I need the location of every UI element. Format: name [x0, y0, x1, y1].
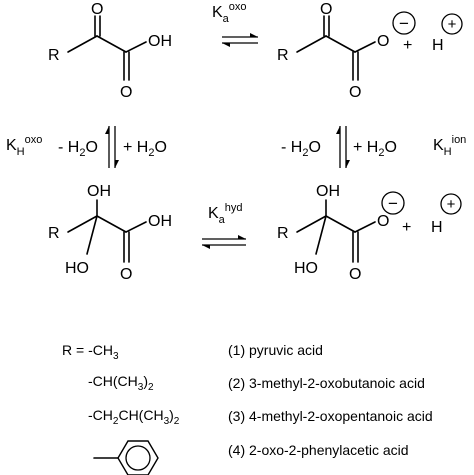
hydrate-acid-bottom-ho: HO — [65, 260, 89, 277]
hydrate-acid-hydroxyl: OH — [148, 213, 172, 230]
acid-4-label: (4) 2-oxo-2-phenylacetic acid — [228, 442, 409, 458]
oxo-anion-keto-o: O — [320, 1, 332, 18]
hydrate-anion-bottom-ho: HO — [294, 260, 318, 277]
hydrate-anion-structure: R OH HO O O — [277, 183, 389, 283]
top-proton-charge: + — [441, 13, 463, 35]
ka-oxo-constant: Kaoxo — [212, 1, 247, 25]
oxo-anion-structure: R O O O — [277, 1, 389, 101]
oxo-acid-hydroxyl: OH — [148, 33, 172, 50]
svg-text:−: − — [399, 14, 409, 33]
ka-hyd-constant: Kahyd — [208, 202, 243, 226]
hydrate-acid-r: R — [48, 225, 60, 242]
right-equilibrium-arrows — [336, 126, 350, 168]
acid-3-label: (3) 4-methyl-2-oxopentanoic acid — [228, 408, 433, 424]
legend-r-phenyl — [93, 440, 159, 475]
hydrate-anion-top-oh: OH — [316, 183, 340, 200]
left-equilibrium-arrows — [105, 126, 119, 168]
acid-1-label: (1) pyruvic acid — [228, 342, 323, 358]
svg-text:+: + — [448, 16, 457, 33]
oxo-acid-structure: R OH O O — [48, 1, 172, 101]
hydrate-acid-carbonyl-o: O — [120, 266, 132, 283]
oxo-acid-r: R — [48, 47, 60, 64]
hydrate-anion-negative-charge: − — [381, 191, 405, 215]
oxo-acid-carbonyl-o: O — [120, 84, 132, 101]
oxo-anion-carbonyl-o: O — [349, 84, 361, 101]
oxo-acid-keto-o: O — [91, 1, 103, 18]
hydrate-anion-carbonyl-o: O — [349, 266, 361, 283]
svg-text:+: + — [447, 196, 456, 213]
oxo-anion-r: R — [277, 47, 289, 64]
hydrate-anion-o-minus: O — [377, 213, 389, 230]
kh-oxo-constant: KHoxo — [6, 134, 42, 158]
hydrate-anion-r: R — [277, 225, 289, 242]
top-equilibrium-arrows — [222, 33, 258, 47]
kh-ion-constant: KHion — [433, 134, 466, 158]
acid-2-label: (2) 3-methyl-2-oxobutanoic acid — [228, 375, 425, 391]
bottom-plus-sign: + — [402, 219, 411, 236]
left-minus-water: - H2O — [58, 139, 98, 159]
bottom-proton: H — [431, 219, 443, 236]
left-plus-water: + H2O — [123, 139, 167, 159]
legend-r-isobutyl: -CH2CH(CH3)2 — [88, 407, 180, 427]
legend-r-methyl: R = -CH3 — [62, 342, 119, 362]
right-minus-water: - H2O — [281, 139, 321, 159]
bottom-equilibrium-arrows — [202, 235, 246, 249]
legend-r-isopropyl: -CH(CH3)2 — [88, 373, 154, 393]
hydrate-acid-top-oh: OH — [87, 183, 111, 200]
oxo-anion-negative-charge: − — [392, 11, 416, 35]
hydrate-acid-structure: R OH HO OH O — [48, 183, 172, 283]
bottom-proton-charge: + — [440, 193, 462, 215]
right-plus-water: + H2O — [353, 139, 397, 159]
svg-text:−: − — [388, 194, 398, 213]
top-plus-sign: + — [403, 37, 412, 54]
top-proton: H — [432, 37, 444, 54]
oxo-anion-o-minus: O — [377, 33, 389, 50]
